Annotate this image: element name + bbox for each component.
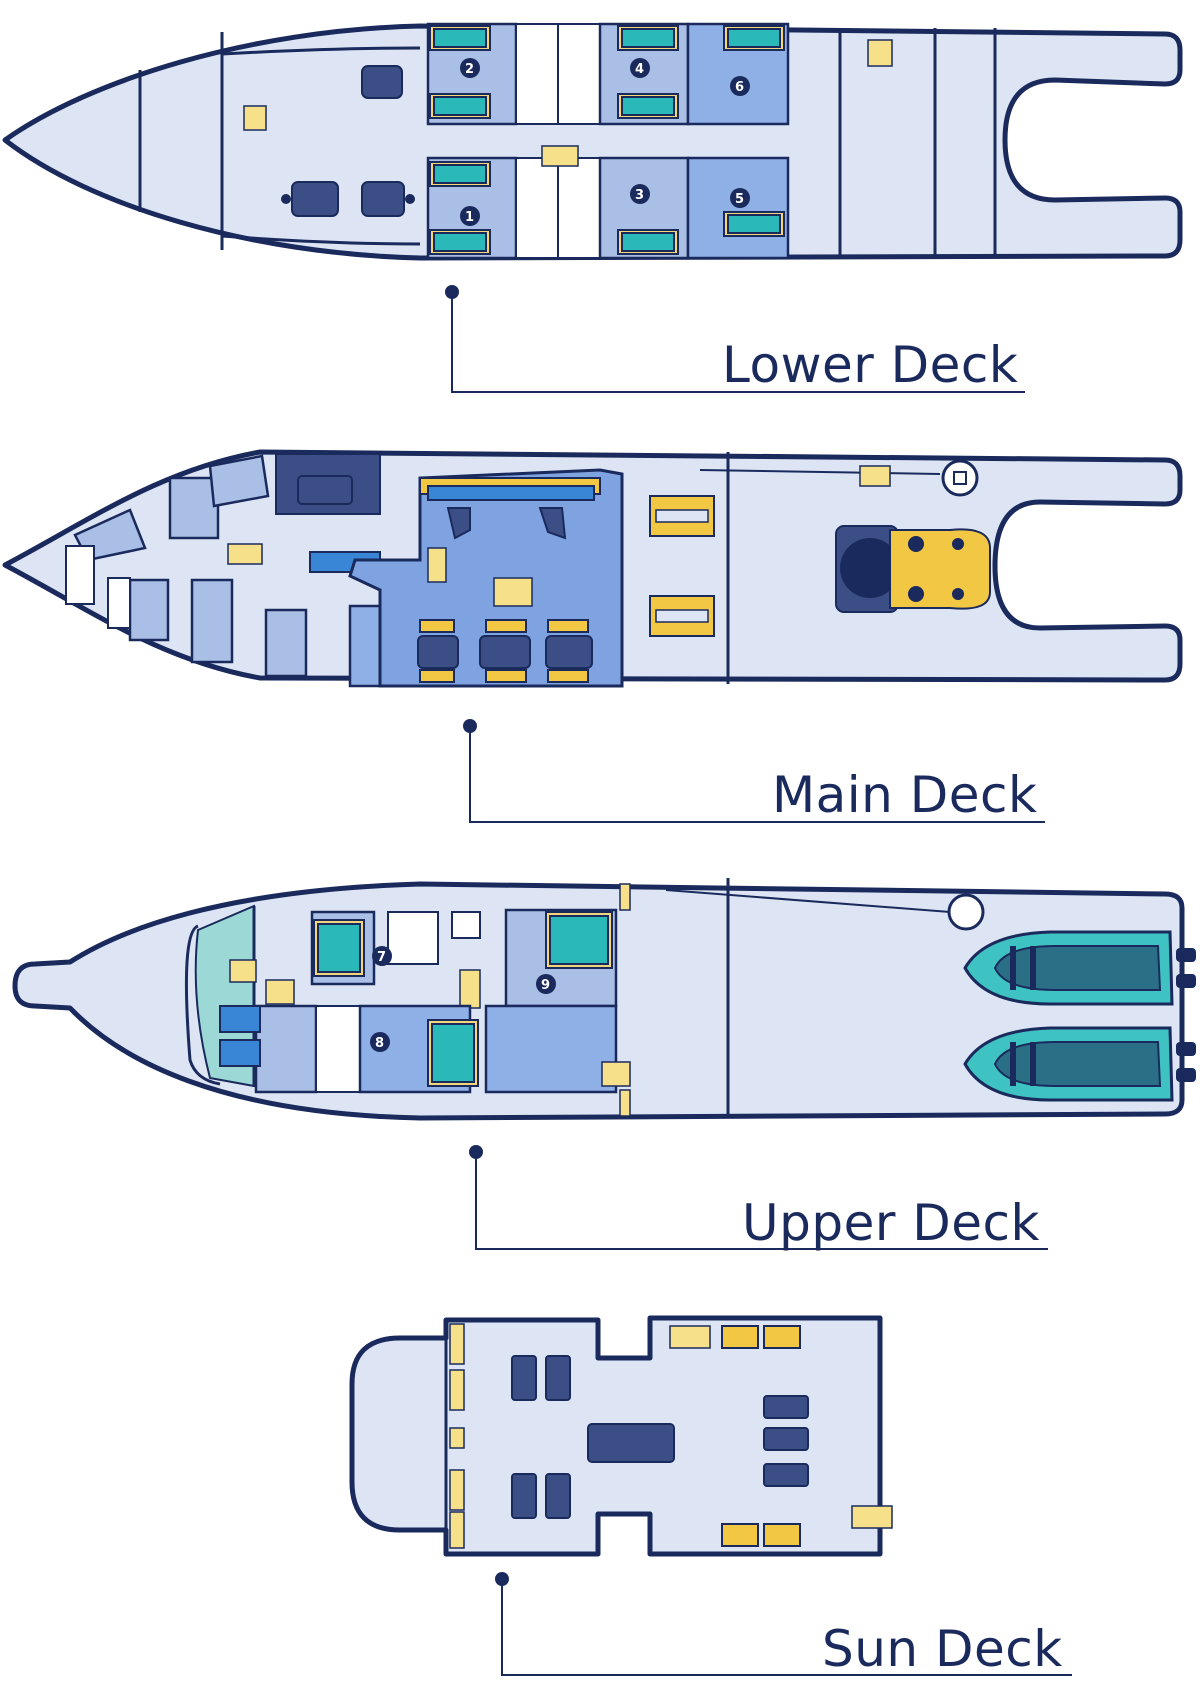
cabin-number: 3 xyxy=(635,188,644,203)
lower-cabin-numbers: 1 2 3 4 5 6 xyxy=(460,58,750,226)
sun-deck-plan: Sun Deck xyxy=(349,1315,1072,1678)
cabin-number: 8 xyxy=(375,1036,384,1051)
cabin-number: 9 xyxy=(541,978,550,993)
upper-deck-label: Upper Deck xyxy=(742,1194,1040,1252)
upper-cabin-numbers: 7 8 9 xyxy=(370,946,556,1052)
cabin-number: 2 xyxy=(465,62,474,77)
main-deck-label: Main Deck xyxy=(772,766,1037,824)
cabin-number: 4 xyxy=(635,62,644,77)
tender-boats xyxy=(963,930,1196,1102)
cabin-number: 6 xyxy=(735,80,744,95)
cabin-number: 5 xyxy=(735,192,744,207)
sun-loungers xyxy=(511,1355,809,1519)
lower-deck-label: Lower Deck xyxy=(722,336,1018,394)
sun-deck-label: Sun Deck xyxy=(822,1620,1063,1678)
cabin-number: 1 xyxy=(465,210,474,225)
lower-deck-plan: 1 2 3 4 5 6 Lower Deck xyxy=(2,22,1183,394)
main-deck-plan: Main Deck xyxy=(2,449,1183,824)
upper-deck-plan: 7 8 9 Upper Deck xyxy=(12,878,1196,1252)
cabin-number: 7 xyxy=(377,950,386,965)
